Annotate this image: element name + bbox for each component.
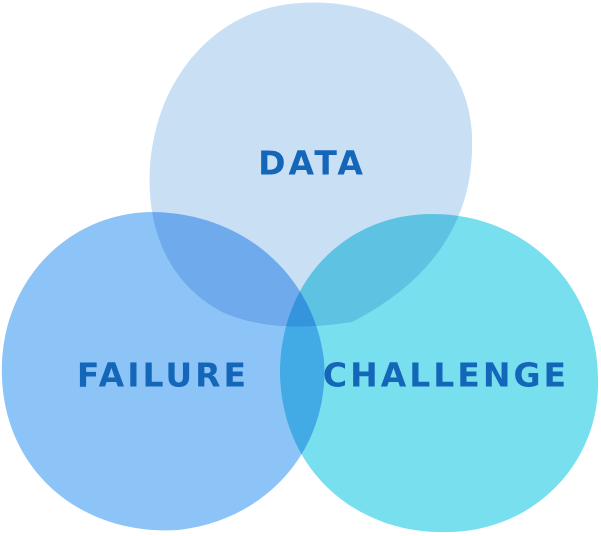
circle-challenge	[280, 214, 599, 533]
label-challenge: CHALLENGE	[323, 356, 569, 395]
label-data: DATA	[258, 144, 366, 183]
circle-failure	[1, 212, 325, 531]
label-failure: FAILURE	[77, 356, 249, 395]
